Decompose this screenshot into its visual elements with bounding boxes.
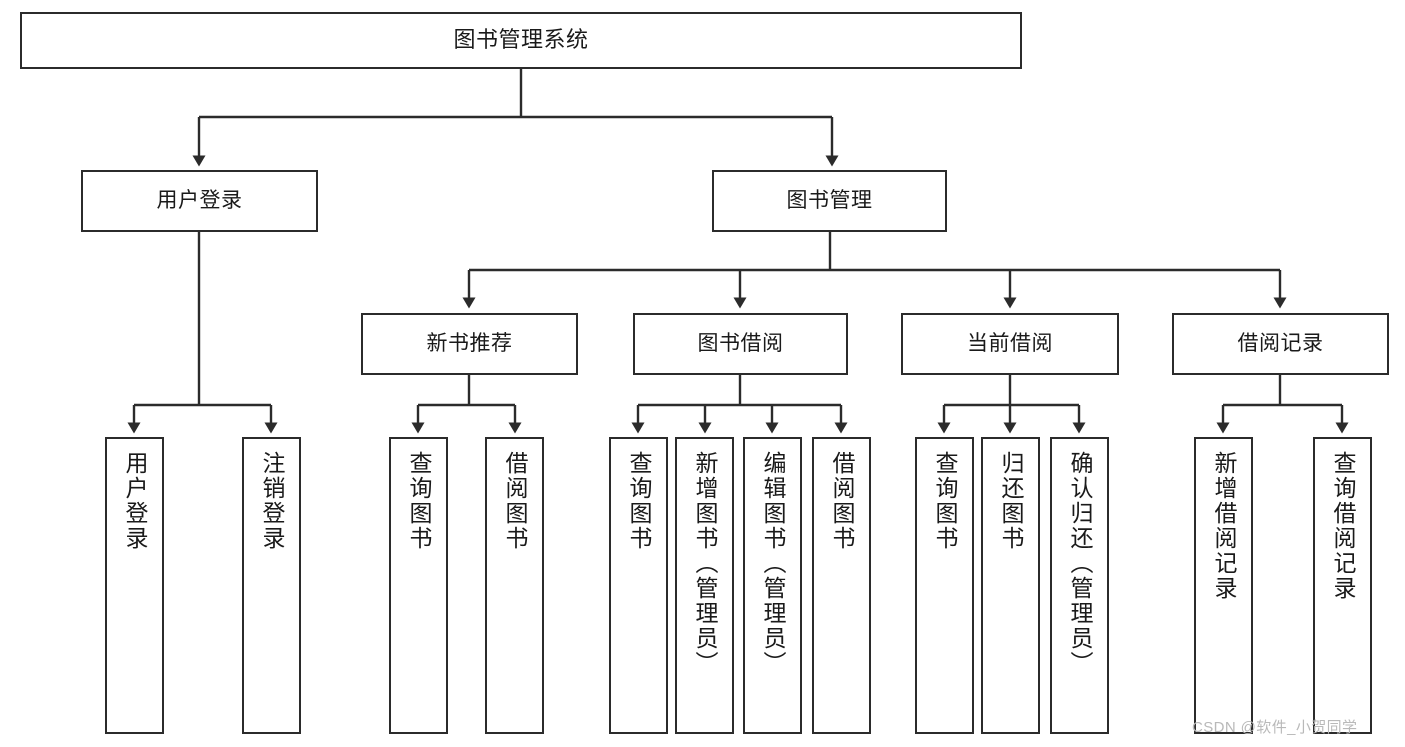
leaf-current-return-book[interactable]: 归还图书 — [981, 437, 1040, 734]
leaf-current-confirm-return-admin[interactable]: 确认归还（管理员） — [1050, 437, 1109, 734]
node-label: 新书推荐 — [426, 332, 513, 356]
node-label: 当前借阅 — [967, 332, 1053, 356]
node-label: 查询图书 — [626, 451, 652, 551]
node-new-book-recommend[interactable]: 新书推荐 — [361, 313, 578, 375]
leaf-borrow-add-book-admin[interactable]: 新增图书（管理员） — [675, 437, 734, 734]
node-label: 确认归还（管理员） — [1067, 451, 1093, 676]
leaf-user-logout[interactable]: 注销登录 — [242, 437, 301, 734]
node-label: 注销登录 — [259, 451, 285, 551]
leaf-record-query-record[interactable]: 查询借阅记录 — [1313, 437, 1372, 734]
node-label: 新增图书（管理员） — [692, 451, 718, 676]
leaf-user-login[interactable]: 用户登录 — [105, 437, 164, 734]
node-label: 借阅图书 — [502, 451, 528, 551]
leaf-recommend-borrow-book[interactable]: 借阅图书 — [485, 437, 544, 734]
node-label: 新增借阅记录 — [1211, 451, 1237, 601]
node-label: 查询借阅记录 — [1330, 451, 1356, 601]
leaf-record-add-record[interactable]: 新增借阅记录 — [1194, 437, 1253, 734]
node-label: 借阅记录 — [1237, 332, 1324, 356]
leaf-current-query-book[interactable]: 查询图书 — [915, 437, 974, 734]
watermark: CSDN @软件_小贺同学 — [1192, 719, 1358, 736]
node-label: 用户登录 — [122, 451, 148, 551]
node-label: 图书管理系统 — [453, 27, 589, 53]
node-current-borrow[interactable]: 当前借阅 — [901, 313, 1119, 375]
node-label: 查询图书 — [406, 451, 432, 551]
node-book-borrow[interactable]: 图书借阅 — [633, 313, 848, 375]
leaf-borrow-edit-book-admin[interactable]: 编辑图书（管理员） — [743, 437, 802, 734]
node-label: 用户登录 — [156, 189, 243, 213]
leaf-borrow-borrow-book[interactable]: 借阅图书 — [812, 437, 871, 734]
node-label: 图书借阅 — [697, 332, 784, 356]
leaf-borrow-query-book[interactable]: 查询图书 — [609, 437, 668, 734]
node-book-management[interactable]: 图书管理 — [712, 170, 947, 232]
node-label: 图书管理 — [786, 189, 873, 213]
node-label: 编辑图书（管理员） — [760, 451, 786, 676]
node-label: 借阅图书 — [829, 451, 855, 551]
node-root-system[interactable]: 图书管理系统 — [20, 12, 1022, 69]
node-user-login[interactable]: 用户登录 — [81, 170, 318, 232]
leaf-recommend-query-book[interactable]: 查询图书 — [389, 437, 448, 734]
node-label: 查询图书 — [932, 451, 958, 551]
node-label: 归还图书 — [998, 451, 1024, 551]
node-borrow-record[interactable]: 借阅记录 — [1172, 313, 1389, 375]
